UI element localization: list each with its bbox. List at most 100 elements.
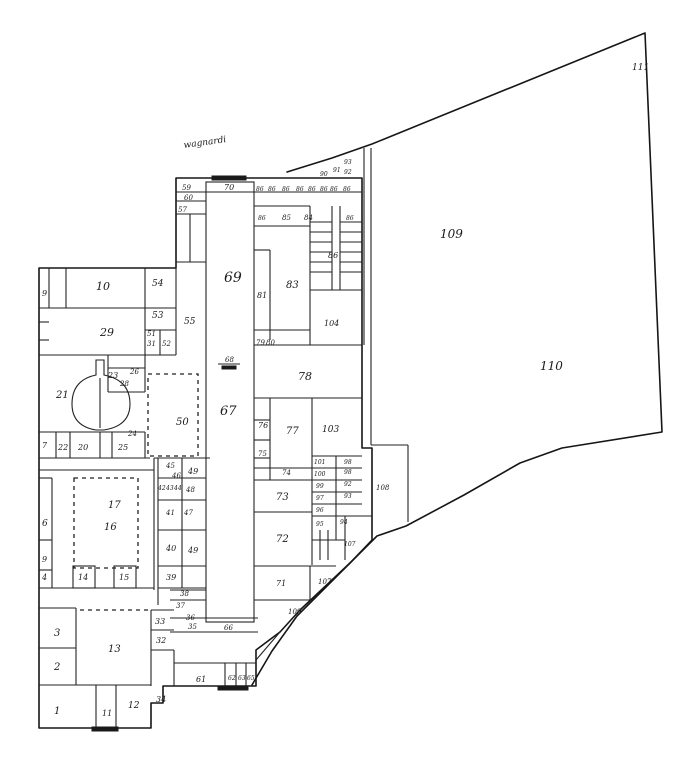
room-label-60: 60 (184, 194, 193, 202)
entrance-step (91, 726, 119, 732)
room-label-107: 107 (318, 578, 332, 586)
room-label-83: 83 (286, 280, 299, 291)
room-label-40: 40 (165, 544, 176, 553)
room-label-70: 70 (224, 183, 234, 192)
cloister-dashed (73, 477, 139, 569)
room-label-84: 84 (304, 214, 313, 222)
stairs (310, 221, 362, 273)
room-label-75: 75 (258, 450, 267, 458)
room-label-107b: 107 (344, 541, 356, 548)
room-label-80: 80 (266, 339, 275, 347)
room-label-49b: 49 (187, 546, 198, 555)
rotunda (71, 359, 131, 431)
room-label-46: 46 (171, 472, 181, 480)
room-label-13: 13 (108, 644, 121, 655)
room-label-42: 42 (157, 485, 166, 492)
room-label-92b: 92 (344, 481, 352, 488)
room-label-54: 54 (152, 279, 164, 289)
room-label-29: 29 (99, 326, 114, 339)
room-label-4: 4 (41, 573, 47, 582)
room-label-78: 78 (298, 370, 312, 383)
room-label-66: 66 (224, 624, 233, 632)
room-label-39: 39 (166, 573, 176, 582)
room-label-86d: 86 (296, 186, 304, 193)
room-label-79: 79 (256, 339, 265, 347)
room-label-86k: 86 (346, 215, 354, 222)
room-label-25: 25 (117, 443, 128, 452)
room-label-98: 98 (344, 459, 352, 466)
room-label-33: 33 (155, 617, 165, 626)
long-hall-top-step (211, 175, 247, 181)
room-label-86a: 86 (256, 186, 264, 193)
room-label-36: 36 (186, 614, 195, 622)
room-labels: 1 2 3 4 6 7 9 9 10 11 12 13 14 15 16 17 … (41, 63, 649, 718)
outer-walls (38, 32, 663, 729)
room-label-86h: 86 (343, 186, 351, 193)
room-label-98b: 98 (344, 469, 352, 476)
south-entrance-step (217, 685, 249, 691)
room-label-109b: 109 (288, 608, 302, 616)
room-label-24: 24 (127, 430, 137, 438)
long-hall-outline (205, 181, 255, 623)
room-label-74: 74 (282, 469, 291, 477)
room-label-91: 91 (333, 167, 341, 174)
room-label-1: 1 (54, 706, 60, 717)
long-hall (205, 175, 255, 623)
room-label-48: 48 (185, 486, 195, 494)
room-label-37: 37 (176, 602, 185, 610)
room-label-50: 50 (176, 417, 189, 428)
east-block-walls (254, 191, 372, 601)
room-label-17: 17 (108, 500, 121, 511)
room-label-90: 90 (320, 171, 328, 178)
room-label-15: 15 (119, 573, 129, 582)
room-label-9b: 9 (42, 555, 47, 564)
room-label-81: 81 (257, 291, 267, 300)
room-label-65: 65 (247, 675, 255, 682)
room-label-10: 10 (96, 280, 110, 293)
room-label-67: 67 (220, 404, 237, 419)
room-label-26: 26 (129, 368, 139, 376)
room-label-47: 47 (183, 509, 193, 517)
room-label-35: 35 (188, 623, 197, 631)
room-label-86c: 86 (282, 186, 290, 193)
room-label-53: 53 (152, 311, 164, 321)
room-label-76: 76 (258, 421, 268, 430)
room-label-104: 104 (324, 319, 339, 328)
room-label-96: 96 (316, 507, 324, 514)
room-label-28: 28 (119, 380, 129, 388)
left-wing-walls (39, 268, 176, 459)
room-label-51: 51 (147, 330, 156, 338)
room-label-52: 52 (162, 340, 171, 348)
room-label-86b: 86 (268, 186, 276, 193)
rotunda-outline (71, 359, 131, 431)
room-label-101: 101 (314, 459, 325, 466)
room-label-69: 69 (224, 270, 242, 286)
room-label-14: 14 (78, 573, 88, 582)
room-label-44: 44 (173, 485, 182, 492)
room-label-57: 57 (178, 206, 187, 214)
room-label-99: 99 (316, 483, 324, 490)
room-label-77: 77 (286, 426, 299, 437)
room-label-3: 3 (54, 628, 60, 639)
room-label-71: 71 (276, 579, 286, 588)
room-label-11: 11 (102, 709, 112, 718)
room-label-73: 73 (276, 492, 289, 503)
room-label-22: 22 (57, 443, 68, 452)
handwritten-note: wagnardi (183, 135, 227, 151)
room-label-6: 6 (42, 519, 48, 529)
room-label-59: 59 (182, 184, 191, 192)
room-label-23: 23 (107, 371, 118, 380)
room-label-34: 34 (156, 695, 166, 704)
room-label-110: 110 (540, 359, 563, 373)
room-label-97: 97 (316, 495, 324, 502)
room-label-68: 68 (225, 356, 234, 364)
room-label-21: 21 (55, 390, 69, 401)
room-label-38: 38 (180, 590, 189, 598)
room-label-32: 32 (156, 636, 166, 645)
room-label-2: 2 (53, 662, 60, 673)
room-label-43: 43 (165, 485, 174, 492)
room-label-109: 109 (440, 227, 463, 241)
room-label-94: 94 (340, 519, 348, 526)
cloister (39, 458, 155, 590)
